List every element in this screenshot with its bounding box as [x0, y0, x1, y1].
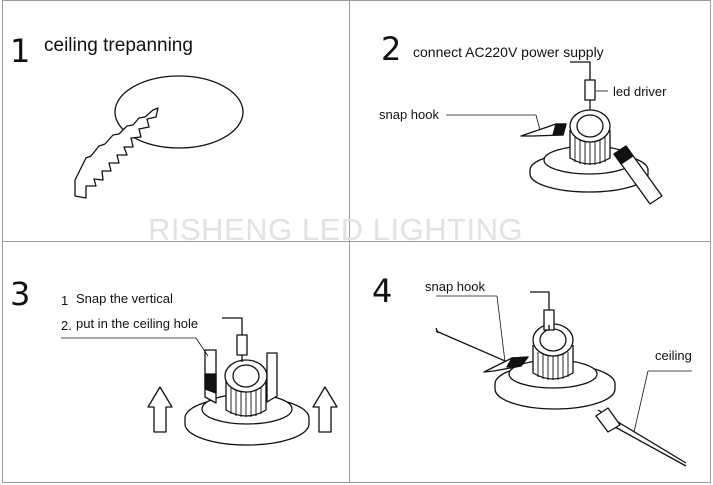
- step-3-item-2-index: 2.: [61, 318, 72, 333]
- step-number-2: 2: [381, 30, 402, 68]
- led-driver-box: [584, 79, 596, 101]
- panel-3-art: [61, 317, 338, 446]
- up-arrow-right: [312, 386, 338, 433]
- ceiling-surface: [435, 330, 513, 365]
- watermark: RISHENG LED LIGHTING: [148, 212, 524, 247]
- panel-4-art: [435, 291, 692, 467]
- step-3-item-1-text: Snap the vertical: [76, 291, 173, 306]
- saw-blade: [74, 107, 159, 199]
- panel-2-art: [446, 61, 663, 205]
- up-arrow-left: [147, 386, 173, 433]
- step-number-4: 4: [372, 272, 393, 310]
- step-3-item-2-text: put in the ceiling hole: [76, 316, 199, 331]
- snap-hook-right: [595, 407, 621, 433]
- step-number-1: 1: [10, 32, 31, 70]
- snap-hook-label: snap hook: [425, 279, 485, 294]
- led-driver-label: led driver: [613, 84, 667, 99]
- ceiling-hole: [114, 75, 244, 149]
- step-2-title: connect AC220V power supply: [413, 44, 604, 60]
- step-number-3: 3: [10, 275, 31, 313]
- panel-1-art: [74, 75, 244, 199]
- vertical-snap-right: [266, 352, 278, 403]
- step-3-item-1-index: 1: [61, 293, 69, 308]
- snap-hook-label: snap hook: [379, 107, 439, 122]
- step-1-title: ceiling trepanning: [44, 35, 193, 56]
- ceiling-label: ceiling: [655, 348, 692, 363]
